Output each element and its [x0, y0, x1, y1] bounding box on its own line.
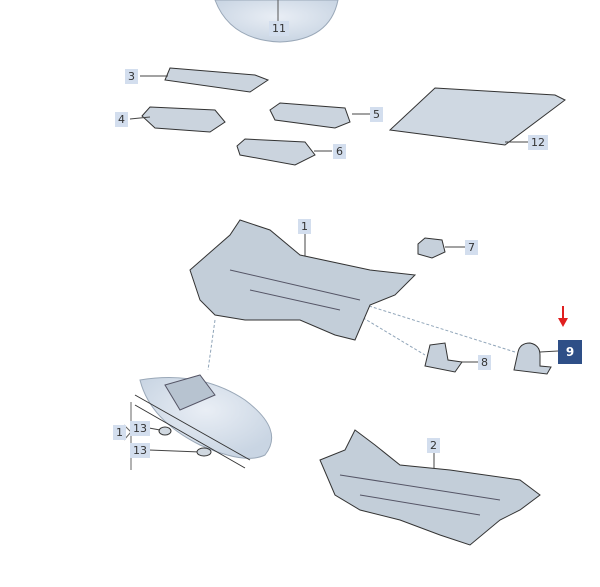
floor-mat-6	[236, 138, 316, 166]
callout-13a[interactable]: 13	[130, 421, 150, 436]
callout-6[interactable]: 6	[333, 144, 346, 159]
callout-7[interactable]: 7	[465, 240, 478, 255]
callout-1-detail[interactable]: 1	[113, 425, 126, 440]
callout-3[interactable]: 3	[125, 69, 138, 84]
red-arrow-icon	[558, 306, 568, 327]
callout-12[interactable]: 12	[528, 135, 548, 150]
floor-carpet-2	[319, 429, 541, 546]
callout-5[interactable]: 5	[370, 107, 383, 122]
callout-4[interactable]: 4	[115, 112, 128, 127]
callout-8[interactable]: 8	[478, 355, 491, 370]
part-8	[424, 342, 463, 373]
part-9	[513, 342, 552, 375]
floor-mat-5	[269, 102, 351, 129]
trunk-mat-12	[388, 87, 566, 146]
floor-carpet-1	[189, 219, 417, 341]
callout-13b[interactable]: 13	[130, 443, 150, 458]
callout-11[interactable]: 11	[269, 21, 289, 36]
clip-13b	[196, 447, 212, 457]
clip-13a	[158, 426, 172, 436]
floor-mat-3	[164, 67, 270, 93]
callout-9-selected[interactable]: 9	[558, 340, 582, 364]
part-7	[417, 237, 446, 259]
callout-1-main[interactable]: 1	[298, 219, 311, 234]
callout-2[interactable]: 2	[427, 438, 440, 453]
floor-mat-4	[141, 106, 226, 133]
